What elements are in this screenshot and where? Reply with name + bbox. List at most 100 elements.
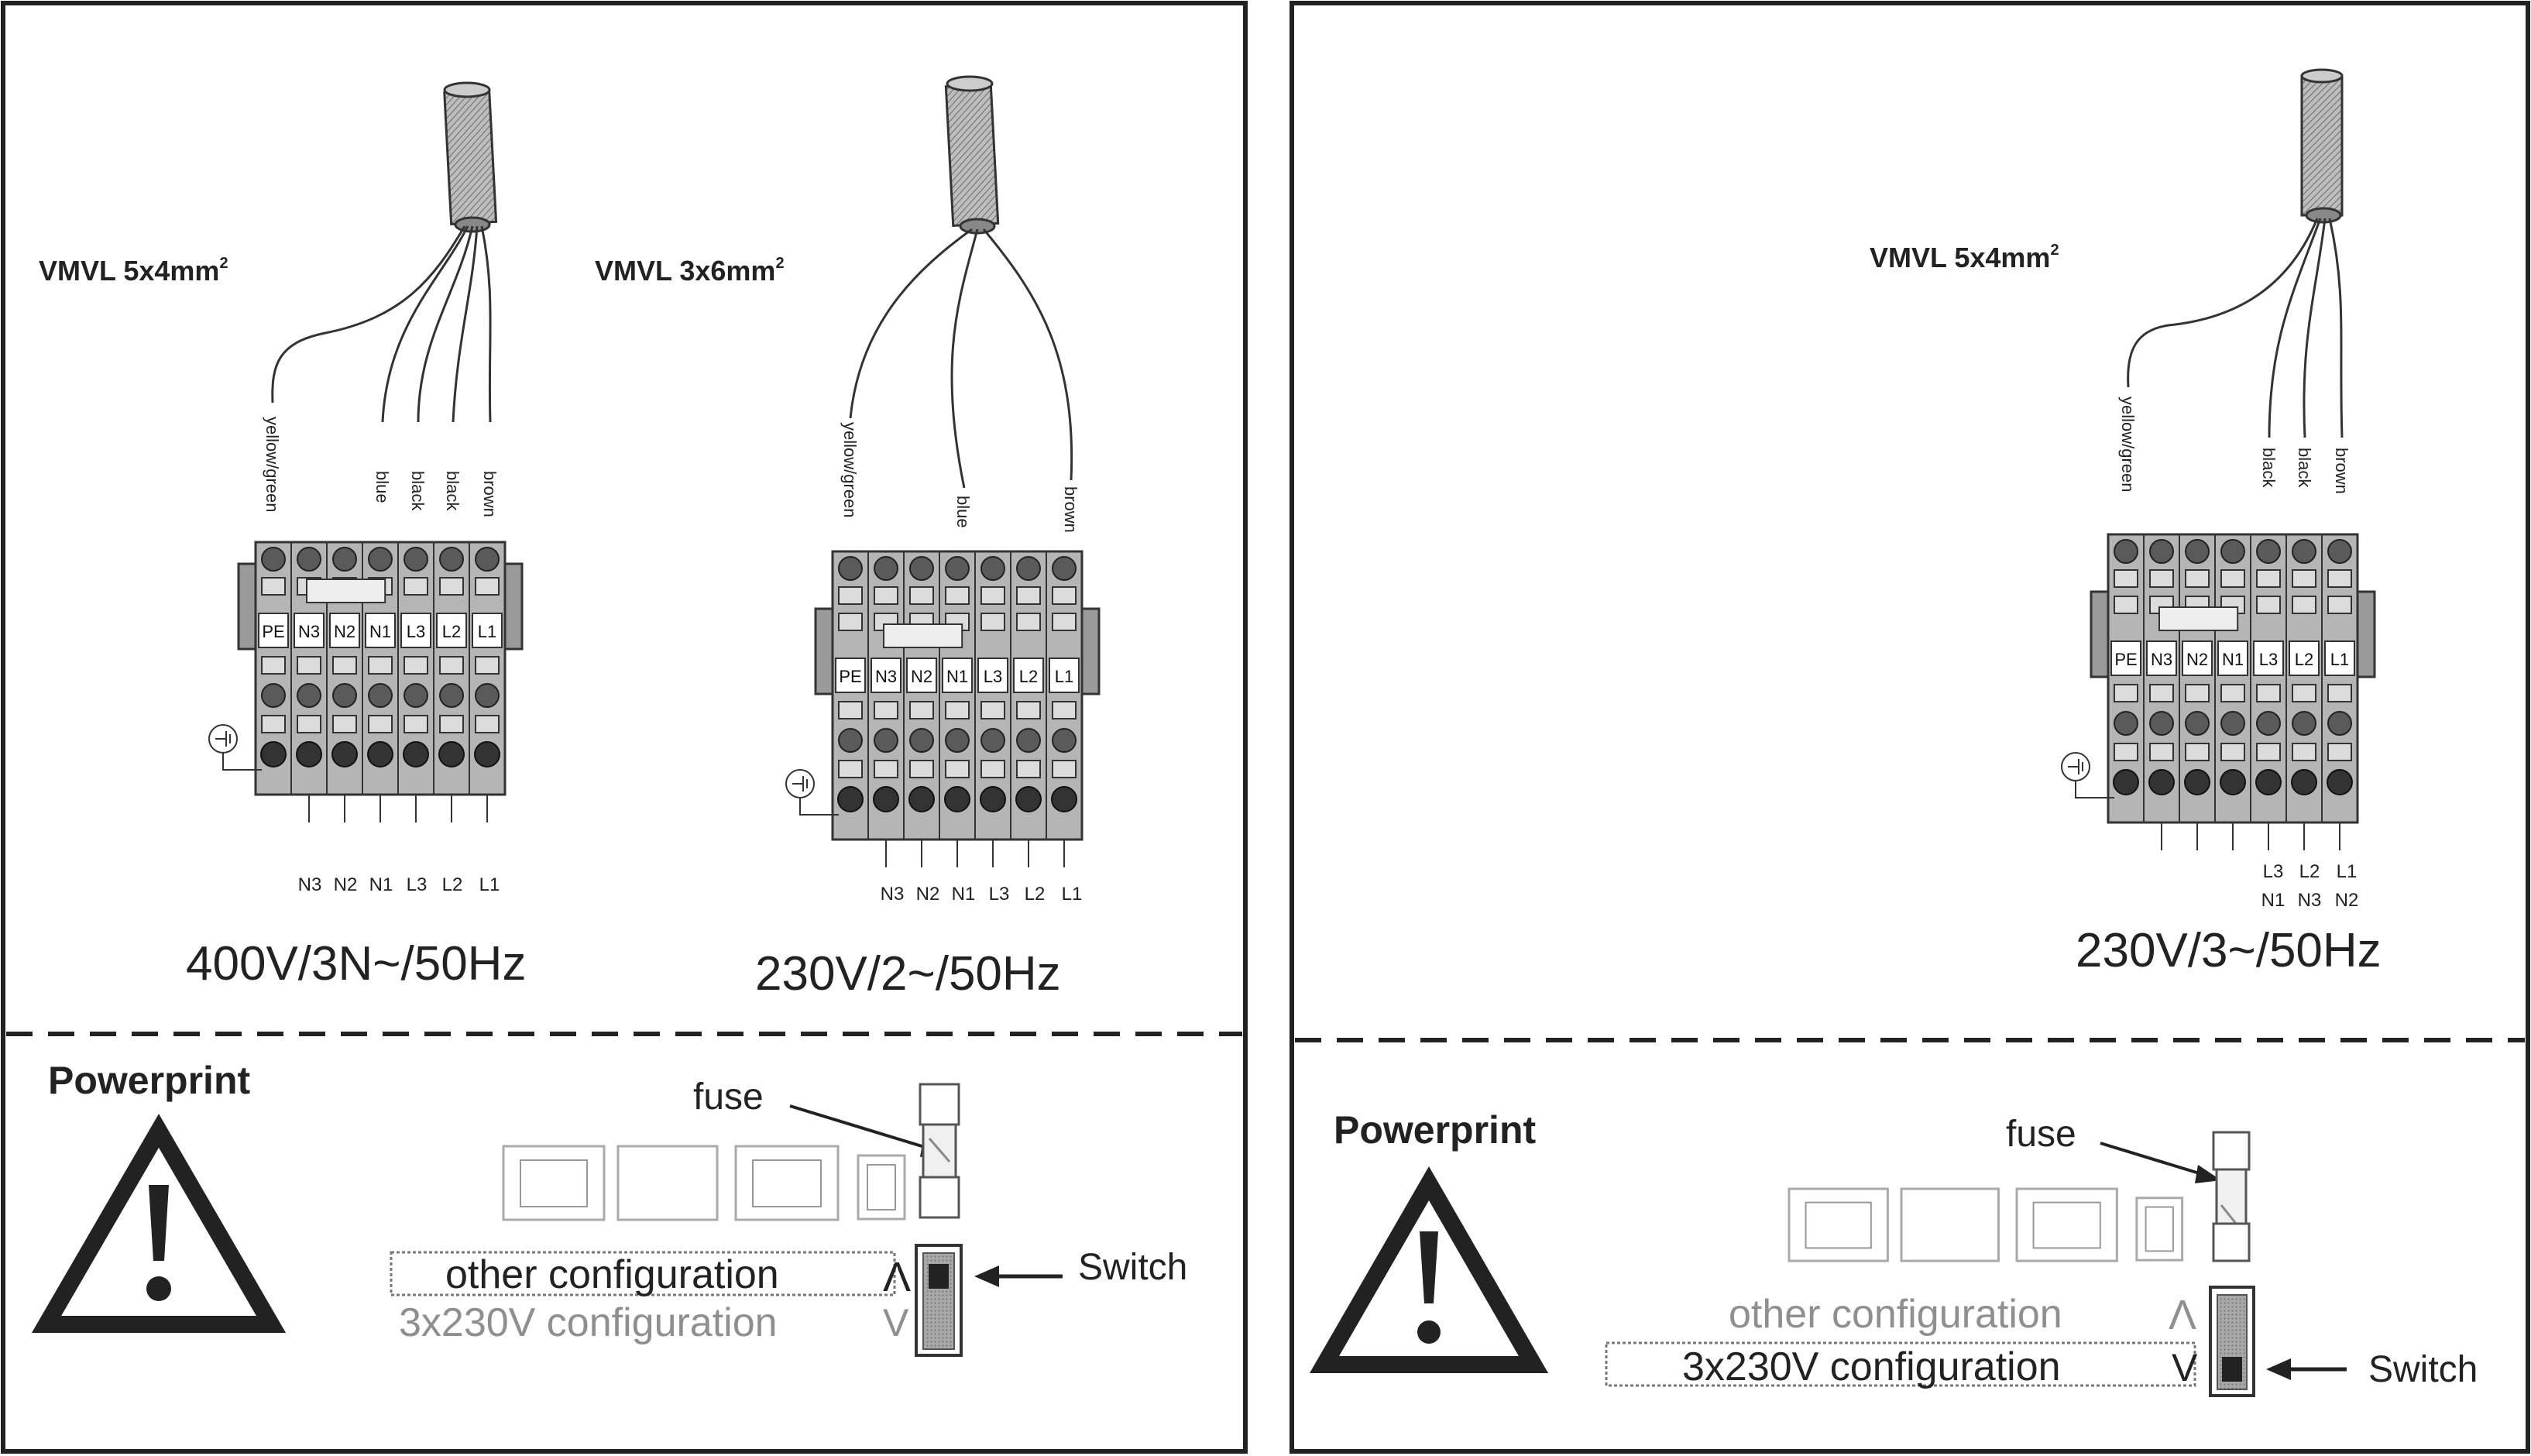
warning-triangle-icon [31, 1114, 287, 1333]
wire-label: brown [2332, 448, 2351, 494]
terminal-label: L1 [478, 622, 496, 641]
terminal-label: N2 [2186, 650, 2208, 669]
wire-label: black [408, 471, 428, 511]
terminal-screw [2220, 711, 2245, 736]
terminal-slot [945, 701, 970, 719]
terminal-slot [1052, 760, 1077, 778]
terminal-screw [2292, 539, 2316, 564]
wire-labels-c: yellow/green black black brown [2118, 397, 2351, 494]
terminal-slot [2149, 684, 2174, 702]
terminal-screw [260, 741, 287, 767]
pcb-components-right [1787, 1187, 2184, 1262]
terminal-slot [980, 613, 1005, 631]
terminal-label: N2 [334, 622, 355, 641]
terminal-slot [838, 586, 863, 605]
terminal-screw [874, 556, 898, 581]
terminal-slot [980, 701, 1005, 719]
terminal-slot [332, 656, 357, 675]
terminal-screw [2148, 769, 2175, 795]
terminal-screw [2185, 711, 2210, 736]
bottom-label: N3 [298, 874, 322, 895]
block-clamp [237, 562, 257, 651]
terminal-screw [297, 547, 321, 572]
cable-c [2300, 68, 2344, 224]
terminal-label-cell [2217, 640, 2248, 676]
pcb-chip [752, 1159, 822, 1207]
terminal-label-cell [2182, 640, 2213, 676]
terminal-label-cell [2110, 640, 2141, 676]
wire-label: yellow/green [263, 417, 282, 513]
terminal-slot [2327, 596, 2352, 614]
terminal-slot [2256, 569, 2281, 588]
config-bottom-box [1605, 1341, 2196, 1387]
terminal-screw [873, 786, 899, 812]
terminal-slot [261, 656, 286, 675]
terminal-slot [2256, 596, 2281, 614]
wire-label: yellow/green [2118, 397, 2138, 493]
terminal-screw [297, 683, 321, 708]
terminal-slot [297, 656, 321, 675]
terminal-slot [439, 577, 464, 596]
terminal-screw [1052, 556, 1077, 581]
terminal-slot [2185, 569, 2210, 588]
wire-label: yellow/green [840, 422, 860, 518]
wire-label: black [2259, 448, 2279, 488]
terminal-screw [2220, 539, 2245, 564]
voltage-b: 230V/2~/50Hz [755, 947, 1061, 1001]
terminal-screw [2256, 539, 2281, 564]
terminal-screw [2256, 711, 2281, 736]
diagram-c: VMVL 5x4mm2 yellow/green black black bro… [1870, 68, 2382, 977]
bottom-label: N1 [952, 884, 976, 905]
cable-b [944, 75, 1000, 235]
terminal-screw [261, 683, 286, 708]
terminal-slot [2114, 569, 2138, 588]
bottom-label: L3 [2263, 861, 2284, 882]
cable-label-c: VMVL 5x4mm2 [1870, 242, 2059, 273]
terminal-slot [2327, 743, 2352, 761]
terminal-label: N3 [298, 622, 320, 641]
pcb-component [502, 1145, 606, 1221]
terminal-slot [404, 656, 428, 675]
cable-a [443, 81, 498, 233]
bottom-labels-b: N3 N2 N1 L3 L2 L1 [881, 884, 1083, 905]
terminal-label: L3 [984, 667, 1002, 686]
terminal-slot [2327, 569, 2352, 588]
switch-icon[interactable] [2209, 1286, 2255, 1397]
terminal-screw [945, 728, 970, 753]
terminal-label-cell [294, 613, 325, 648]
switch-icon[interactable] [915, 1244, 963, 1357]
terminal-screw [1016, 728, 1041, 753]
terminal-slot [2185, 684, 2210, 702]
terminal-label-cell [436, 613, 467, 648]
terminal-slot [332, 715, 357, 733]
terminal-label: N1 [369, 622, 391, 641]
bottom-label: L1 [2337, 861, 2358, 882]
config-bottom-arrow: V [883, 1301, 909, 1344]
terminal-screw [2149, 711, 2174, 736]
left-panel-frame [1, 1, 1248, 1454]
terminal-label-cell [906, 658, 937, 693]
pcb-component [2015, 1187, 2118, 1262]
terminal-screw [2114, 539, 2138, 564]
fuse-label: fuse [2006, 1114, 2076, 1155]
terminal-slot [2114, 743, 2138, 761]
terminal-screw [837, 786, 864, 812]
terminal-screw [2327, 539, 2352, 564]
block-clamp [1080, 607, 1101, 695]
switch-label: Switch [2368, 1349, 2478, 1390]
terminal-label: L1 [2330, 650, 2349, 669]
terminal-slot [980, 586, 1005, 605]
jumper-bar [2158, 606, 2239, 631]
terminal-screw [838, 728, 863, 753]
wire-labels-b: yellow/green blue brown [840, 422, 1080, 533]
terminal-screw [475, 683, 500, 708]
pcb-chip [2032, 1201, 2101, 1249]
terminal-screw [2291, 769, 2317, 795]
terminal-slot [1052, 613, 1077, 631]
terminal-label-cell [871, 658, 901, 693]
pcb-component [734, 1145, 840, 1221]
terminal-screw [367, 741, 393, 767]
bottom-label: L3 [989, 884, 1010, 905]
